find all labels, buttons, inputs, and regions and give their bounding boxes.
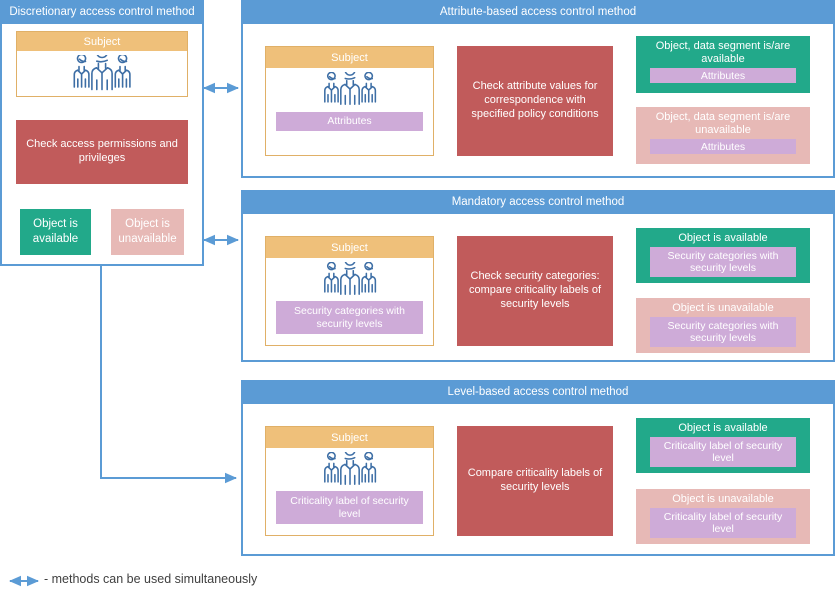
lbac-subject-label: Subject [266,427,433,448]
abac-subject-label: Subject [266,47,433,68]
abac-outcome-unavailable-tag: Attributes [650,139,796,155]
panel-title-level-based: Level-based access control method [243,382,833,404]
dac-process-box: Check access permissions and privileges [16,120,188,184]
lbac-outcome-available-tag: Criticality label of security level [650,437,796,468]
abac-outcome-unavailable: Object, data segment is/are unavailable … [636,107,810,164]
abac-outcome-unavailable-title: Object, data segment is/are unavailable [655,111,791,137]
abac-subject-tag: Attributes [276,112,423,131]
dac-subject-label: Subject [17,32,187,51]
lbac-outcome-unavailable-tag: Criticality label of security level [650,508,796,539]
lbac-outcome-unavailable: Object is unavailable Criticality label … [636,489,810,544]
mac-subject-body [266,254,433,345]
abac-subject-card: Subject [265,46,434,156]
lbac-outcome-available-title: Object is available [678,422,768,434]
legend: - methods can be used simultaneously [44,572,257,586]
lbac-outcome-unavailable-title: Object is unavailable [672,493,774,505]
panel-title-discretionary: Discretionary access control method [2,2,202,24]
mac-outcome-unavailable-tag: Security categories with security levels [650,317,796,348]
mac-outcome-unavailable-title: Object is unavailable [672,302,774,314]
mac-process-box: Check security categories: compare criti… [457,236,613,346]
simultaneity-connector-lbac [100,266,237,484]
abac-outcome-available-title: Object, data segment is/are available [655,40,791,66]
people-group-icon [320,64,380,115]
people-group-icon [320,254,380,305]
lbac-subject-body [266,444,433,535]
mac-outcome-available: Object is available Security categories … [636,228,810,283]
abac-outcome-available-tag: Attributes [650,68,796,84]
mac-outcome-unavailable: Object is unavailable Security categorie… [636,298,810,353]
mac-outcome-available-tag: Security categories with security levels [650,247,796,278]
mac-outcome-available-title: Object is available [678,232,768,244]
mac-subject-tag: Security categories with security levels [276,301,423,334]
dac-subject-body [17,45,187,100]
people-group-icon [320,444,380,495]
dac-outcome-unavailable: Object is unavailable [111,209,184,255]
panel-title-mandatory: Mandatory access control method [243,192,833,214]
legend-text: - methods can be used simultaneously [44,572,258,586]
dac-subject-card: Subject [16,31,188,97]
abac-outcome-available: Object, data segment is/are available At… [636,36,810,93]
people-group-icon [69,45,135,100]
abac-subject-body [266,64,433,155]
mac-subject-label: Subject [266,237,433,258]
lbac-process-box: Compare criticality labels of security l… [457,426,613,536]
lbac-outcome-available: Object is available Criticality label of… [636,418,810,473]
abac-process-box: Check attribute values for correspondenc… [457,46,613,156]
lbac-subject-tag: Criticality label of security level [276,491,423,524]
dac-outcome-available: Object is available [20,209,91,255]
panel-title-attribute-based: Attribute-based access control method [243,2,833,24]
